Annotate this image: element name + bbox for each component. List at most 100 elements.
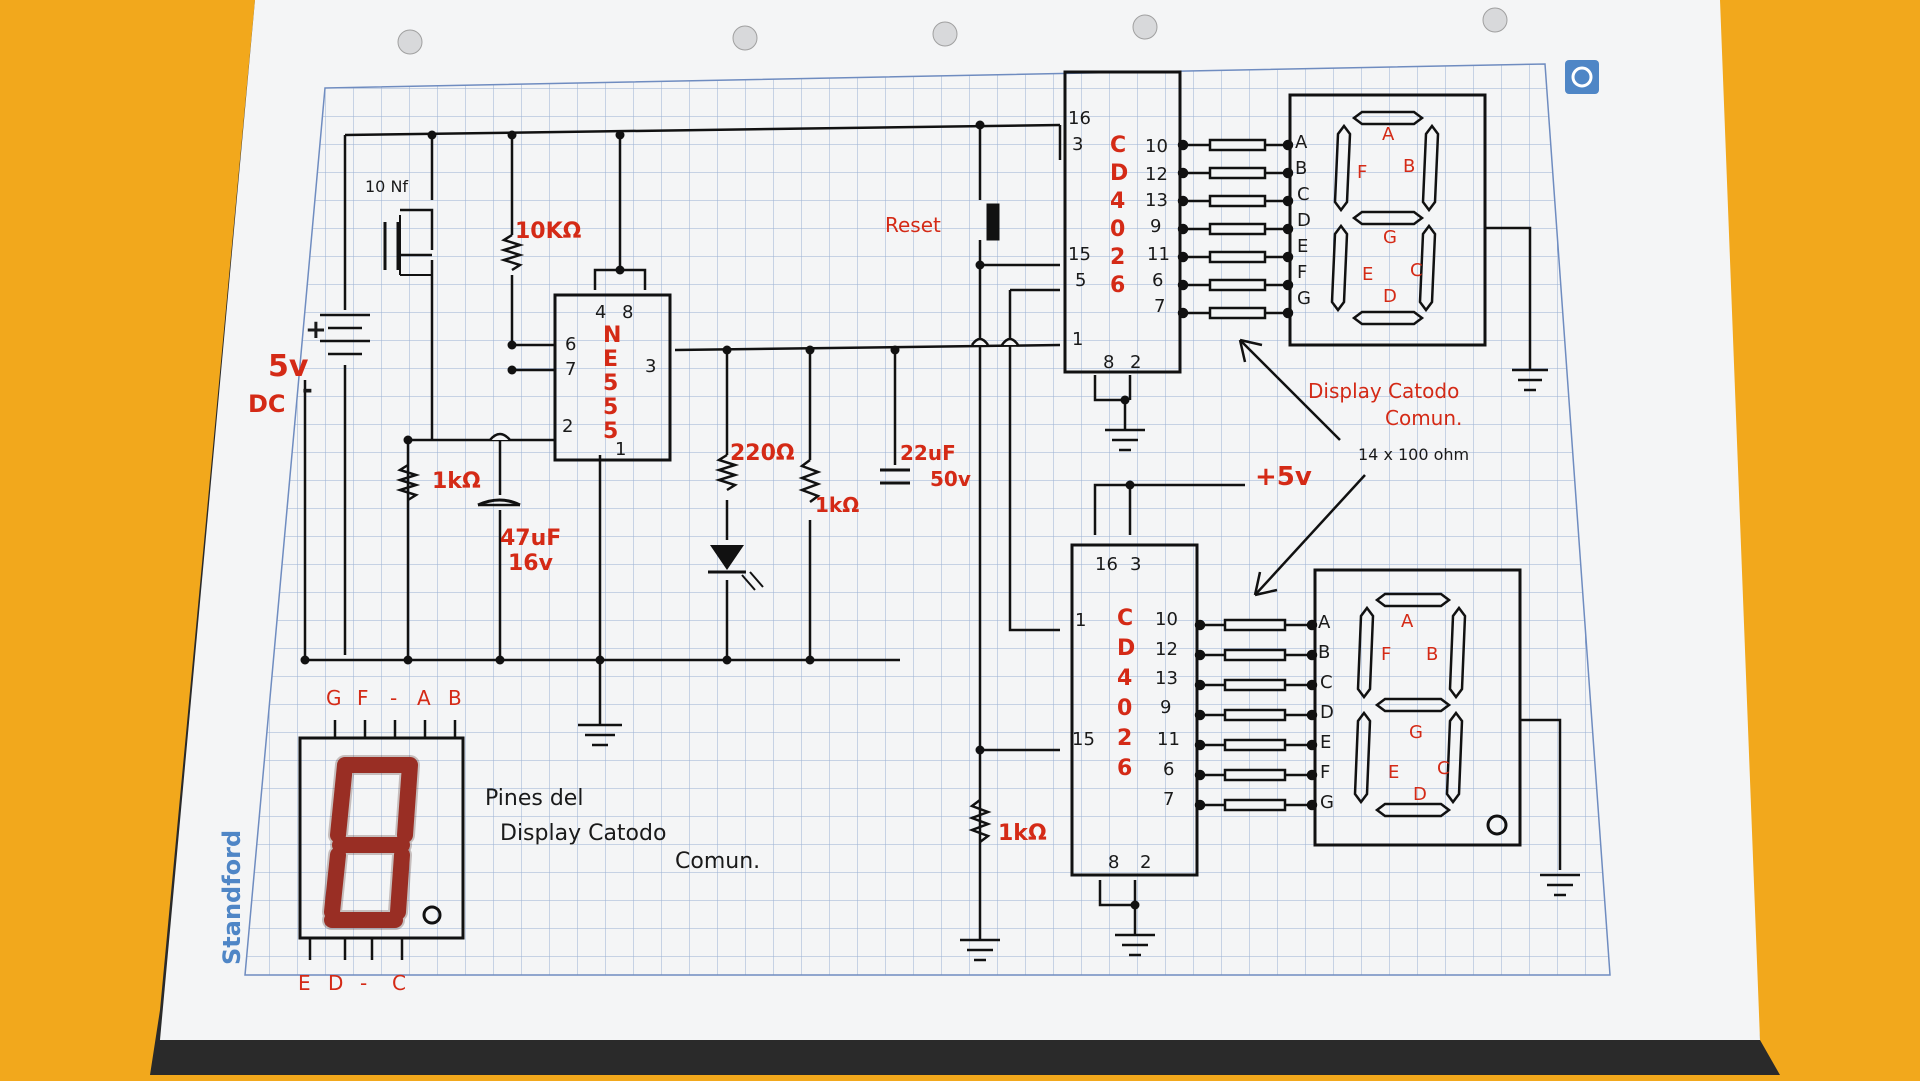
- display-bottom-pin-letters: A B C D E F G: [1318, 612, 1334, 813]
- junction-dot: [595, 655, 605, 665]
- battery-minus: -: [302, 375, 313, 405]
- ne555-letter: 5: [603, 395, 618, 420]
- segment: [1351, 210, 1425, 226]
- segment-pin: G: [1320, 792, 1334, 813]
- capacitor-10nf-label: 10 Nf: [365, 177, 408, 196]
- wire-crossings: [489, 337, 1020, 441]
- resistor-100-ohm: [1223, 648, 1287, 662]
- segment: [1356, 605, 1375, 700]
- resistor-100-ohm: [1208, 278, 1267, 292]
- segment: [1418, 223, 1437, 313]
- display-title-line1: Display Catodo: [1308, 379, 1459, 403]
- circuit-wires: [303, 123, 1562, 940]
- capacitor-22uf-voltage: 50v: [930, 467, 971, 491]
- segment-pin: A: [1295, 132, 1308, 153]
- pinout-label: G: [326, 686, 342, 710]
- pin-label: 13: [1145, 190, 1168, 211]
- resistor-100-ohm: [1208, 250, 1267, 264]
- pin-label: 2: [1130, 352, 1141, 373]
- capacitor-10nf: [383, 222, 400, 270]
- junction-dot: [1120, 395, 1130, 405]
- segment: [1353, 710, 1372, 805]
- capacitor-22uf-value: 22uF: [900, 441, 956, 465]
- junction-dot: [1130, 900, 1140, 910]
- pinout-label: A: [417, 686, 431, 710]
- junction-dot: [805, 345, 815, 355]
- segment-letter: G: [1409, 722, 1423, 743]
- pin-label: 9: [1150, 216, 1161, 237]
- cd4026-bottom-chip: [1070, 543, 1199, 877]
- pinout-top-labels: G F - A B: [326, 686, 462, 710]
- battery-plus: +: [305, 315, 327, 345]
- resistor-1k-mid-label: 1kΩ: [815, 493, 859, 517]
- display-top-segment-letters: A F B G E C D: [1357, 124, 1423, 307]
- segment-pin: F: [1320, 762, 1330, 783]
- standford-logo-icon: [1565, 60, 1599, 94]
- pin-dot: [1177, 223, 1189, 235]
- segment-letter: C: [1437, 758, 1450, 779]
- ne555-pin-2: 2: [562, 416, 573, 437]
- segment-letter: B: [1426, 644, 1438, 665]
- battery-voltage: 5v: [268, 349, 309, 384]
- junction-dot: [805, 655, 815, 665]
- battery-type: DC: [248, 390, 286, 418]
- ne555-pin-1: 1: [615, 439, 626, 460]
- pin-label: 16: [1068, 108, 1091, 129]
- junction-dot: [495, 655, 505, 665]
- pin-label: 11: [1147, 244, 1170, 265]
- pinout-label: -: [390, 686, 397, 710]
- pin-label: 12: [1155, 639, 1178, 660]
- junction-dot: [975, 120, 985, 130]
- pin-label: 6: [1152, 270, 1163, 291]
- segment: [1374, 592, 1452, 608]
- ne555-chip: [553, 293, 672, 462]
- pin-label: 16: [1095, 554, 1118, 575]
- resistor-100-ohm: [1208, 306, 1267, 320]
- pin-label: 3: [1130, 554, 1141, 575]
- pin-dot: [1177, 307, 1189, 319]
- resistor-1k-left: [395, 463, 421, 502]
- segment-letter: F: [1357, 162, 1367, 183]
- plus5v-label: +5v: [1255, 462, 1312, 492]
- cd4026-top-pins: 16 3 15 5 1 10 12 13 9 11 6 7 8 2: [1068, 108, 1170, 373]
- segment: [1351, 110, 1425, 126]
- resistor-1k-bottom-label: 1kΩ: [998, 821, 1047, 846]
- segment-pin: B: [1295, 158, 1307, 179]
- junction-dot: [975, 745, 985, 755]
- segment-letter: B: [1403, 156, 1415, 177]
- resistor-220: [714, 453, 740, 492]
- pin-label: 3: [1072, 134, 1083, 155]
- segment: [1374, 697, 1452, 713]
- cd4026-letter: D: [1117, 636, 1135, 661]
- pinout-bottom-labels: E D - C: [298, 971, 406, 995]
- resistor-100-ohm: [1223, 618, 1287, 632]
- resistor-1k-left-label: 1kΩ: [432, 469, 481, 494]
- pin-label: 6: [1163, 759, 1174, 780]
- segment-letter: A: [1382, 124, 1395, 145]
- display-top-pin-letters: A B C D E F G: [1295, 132, 1311, 309]
- junction-dot: [722, 345, 732, 355]
- ne555-pin-6: 6: [565, 334, 576, 355]
- ne555-pin-8: 8: [622, 302, 633, 323]
- segment-letter: F: [1381, 644, 1391, 665]
- resistor-100-ohm: [1223, 798, 1287, 812]
- junction-dot: [427, 130, 437, 140]
- led-icon: [708, 545, 764, 591]
- cd4026-top-letters: C D 4 0 2 6: [1110, 133, 1128, 298]
- resistors: [395, 233, 992, 843]
- pin-label: 13: [1155, 668, 1178, 689]
- pin-dot: [1194, 769, 1206, 781]
- resistor-220-label: 220Ω: [730, 441, 795, 466]
- pin-dot: [1177, 139, 1189, 151]
- ne555-letter: N: [603, 323, 621, 348]
- pinout-label: D: [328, 971, 343, 995]
- capacitors: [383, 222, 910, 507]
- resistor-100-ohm: [1208, 194, 1267, 208]
- pin-dot: [1194, 739, 1206, 751]
- cd4026-letter: 6: [1110, 273, 1125, 298]
- resistors-note: 14 x 100 ohm: [1358, 445, 1469, 464]
- cd4026-letter: 6: [1117, 756, 1132, 781]
- capacitor-47uf: [477, 498, 521, 507]
- segment-pin: G: [1297, 288, 1311, 309]
- segment-pin: E: [1297, 236, 1308, 257]
